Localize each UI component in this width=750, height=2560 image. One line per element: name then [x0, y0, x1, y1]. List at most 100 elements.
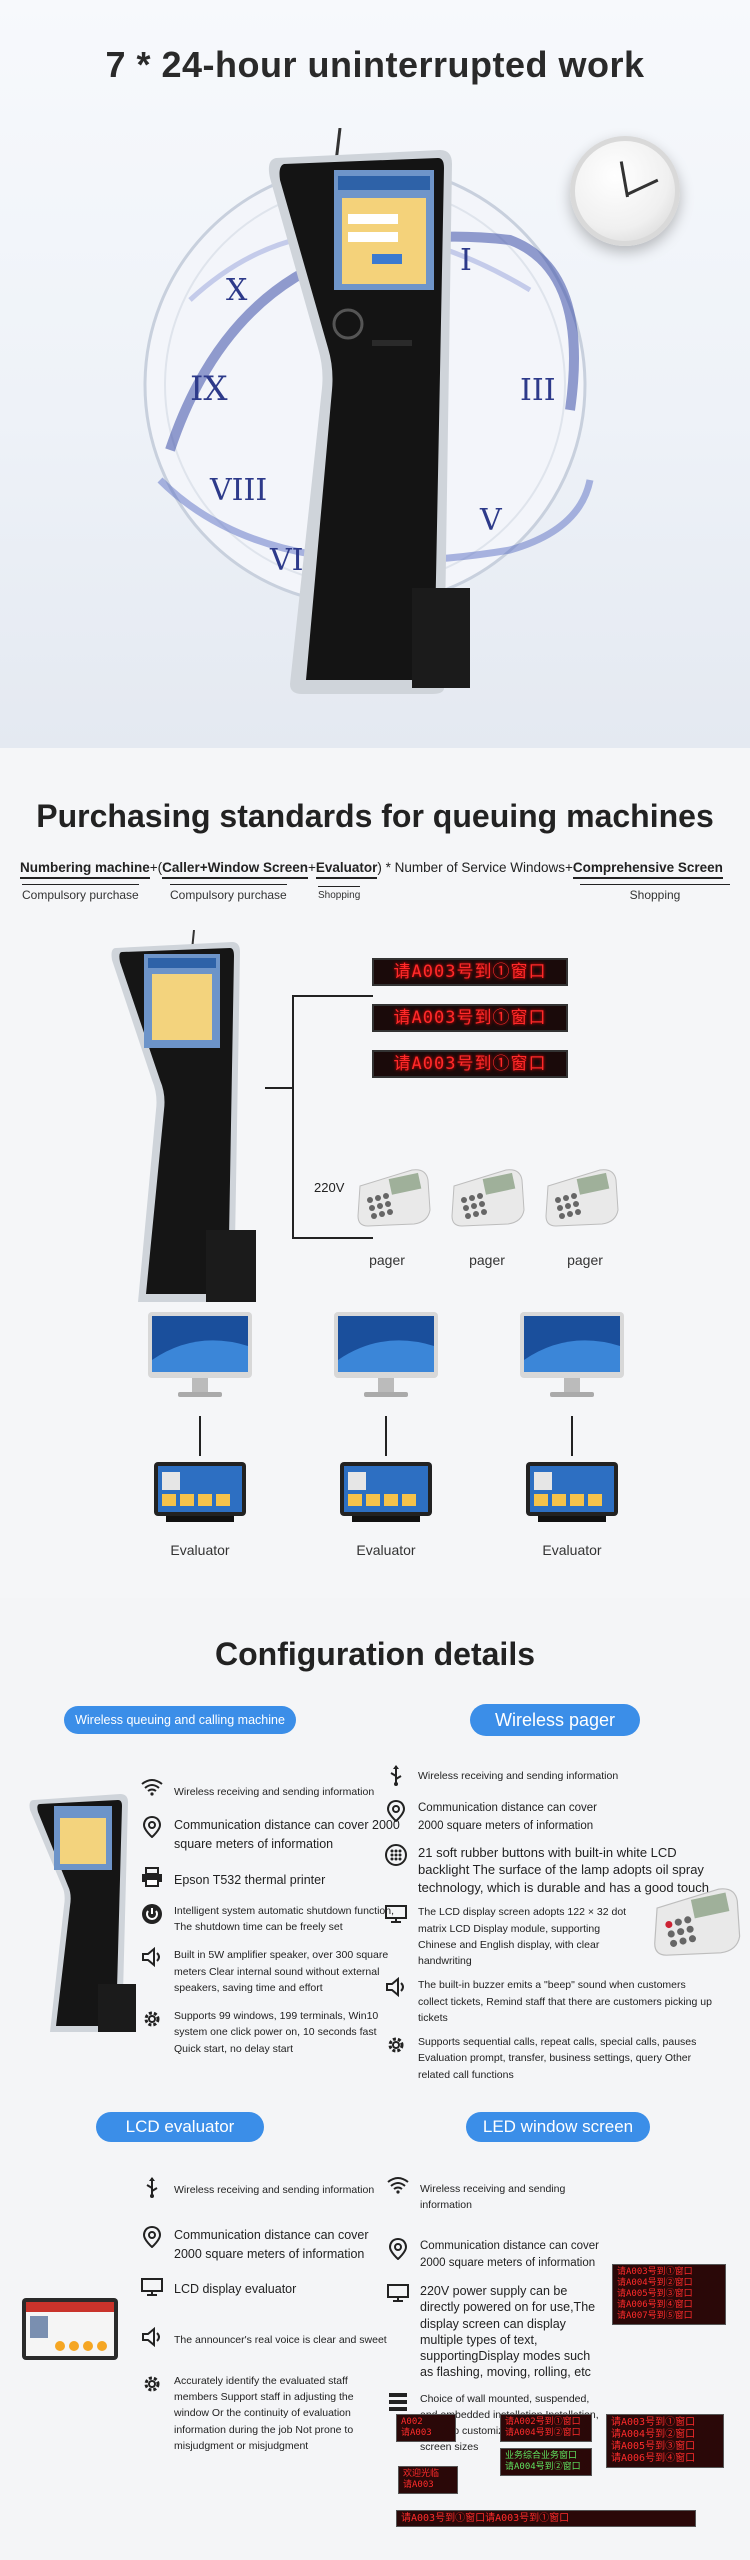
- led-sample-screen: 欢迎光临 请A003: [398, 2466, 458, 2494]
- label-compulsory-1: Compulsory purchase: [22, 884, 139, 902]
- feature-item: Wireless receiving and sending informati…: [386, 2176, 606, 2214]
- feature-text: Wireless receiving and sending informati…: [418, 1770, 619, 1782]
- power-icon: [140, 1903, 164, 1927]
- hero-section: 7 * 24-hour uninterrupted work IX X VIII…: [0, 0, 750, 748]
- voltage-label: 220V: [314, 1180, 345, 1195]
- speaker-icon: [384, 1977, 408, 2001]
- feature-item: 21 soft rubber buttons with built-in whi…: [384, 1843, 740, 1897]
- hero-title: 7 * 24-hour uninterrupted work: [105, 44, 645, 85]
- feature-text: Wireless receiving and sending informati…: [174, 1786, 375, 1798]
- feature-item: Wireless receiving and sending informati…: [140, 2176, 390, 2200]
- pager-image: [451, 1169, 525, 1227]
- formula-comprehensive-screen: Comprehensive Screen: [572, 860, 723, 879]
- formula-multiplier: ) * Number of Service Windows+: [377, 860, 573, 875]
- configuration-title: Configuration details: [215, 1636, 535, 1672]
- location-icon: [386, 2237, 410, 2262]
- led-window-screen: 请A003号到①窗口: [372, 1004, 568, 1032]
- led-window-screen: 请A003号到①窗口: [372, 958, 568, 986]
- feature-item: Communication distance can cover 2000 sq…: [140, 1815, 400, 1855]
- usb-icon: [140, 2176, 164, 2200]
- purchase-formula: Numbering machine+(Caller+Window Screen+…: [20, 860, 730, 879]
- purchasing-standards-section: Purchasing standards for queuing machine…: [0, 748, 750, 1598]
- led-sample-screen: 请A003号到①窗口 请A004号到②窗口 请A005号到③窗口 请A006号到…: [612, 2264, 726, 2325]
- feature-item: The announcer's real voice is clear and …: [140, 2326, 390, 2351]
- pager-caption: pager: [369, 1252, 405, 1268]
- evaluator-caption: Evaluator: [542, 1542, 602, 1558]
- svg-text:V: V: [479, 503, 503, 538]
- location-icon: [140, 1815, 164, 1840]
- pager-caption: pager: [567, 1252, 603, 1268]
- monitor-icon: [140, 2277, 164, 2301]
- usb-icon: [384, 1764, 408, 1788]
- formula-caller-window: Caller+Window Screen: [162, 860, 308, 879]
- pill-lcd-evaluator: LCD evaluator: [96, 2112, 264, 2142]
- led-sample-screen: 请A003号到①窗口 请A004号到②窗口 请A005号到③窗口 请A006号到…: [606, 2414, 724, 2468]
- led-sample-screen: 请A003号到①窗口请A003号到①窗口: [396, 2510, 696, 2527]
- feature-item: Intelligent system automatic shutdown fu…: [140, 1903, 400, 1936]
- feature-text: Supports sequential calls, repeat calls,…: [418, 2036, 697, 2081]
- evaluator-tablet-image: [340, 1462, 432, 1522]
- feature-text: Built in 5W amplifier speaker, over 300 …: [174, 1949, 389, 1994]
- location-icon: [384, 1799, 408, 1824]
- label-shopping-2: Shopping: [580, 884, 730, 902]
- led-feature-list: Wireless receiving and sending informati…: [386, 2176, 606, 2456]
- pill-led-window-screen: LED window screen: [466, 2112, 650, 2142]
- location-icon: [140, 2225, 164, 2250]
- feature-item: Communication distance can cover 2000 sq…: [384, 1799, 740, 1836]
- led-sample-screen: A002 请A003: [396, 2414, 456, 2442]
- connector-line: [571, 1416, 573, 1456]
- pager-caption: pager: [469, 1252, 505, 1268]
- feature-text: Communication distance can cover 2000 sq…: [418, 1802, 597, 1832]
- feature-text: Epson T532 thermal printer: [174, 1872, 326, 1887]
- speaker-icon: [140, 1947, 164, 1971]
- standards-title: Purchasing standards for queuing machine…: [36, 798, 714, 834]
- feature-item: Wireless receiving and sending informati…: [384, 1764, 740, 1788]
- feature-text: Wireless receiving and sending informati…: [174, 2184, 375, 2196]
- feature-text: Communication distance can cover 2000 sq…: [174, 1818, 400, 1852]
- connector-line: [199, 1416, 201, 1456]
- led-sample-screen: 业务综合业务窗口 请A004号到②窗口: [500, 2448, 592, 2476]
- gear-icon: [140, 2008, 164, 2032]
- gear-icon: [384, 2034, 408, 2058]
- queuing-feature-list: Wireless receiving and sending informati…: [140, 1778, 400, 2057]
- feature-item: Accurately identify the evaluated staff …: [140, 2373, 390, 2454]
- svg-text:III: III: [520, 373, 556, 408]
- pager-feature-list: Wireless receiving and sending informati…: [384, 1764, 740, 2083]
- monitor-icon: [384, 1904, 408, 1928]
- feature-item: Communication distance can cover 2000 sq…: [140, 2225, 390, 2265]
- pager-image: [545, 1169, 619, 1227]
- queuing-kiosk-image: [111, 930, 256, 1302]
- wifi-icon: [386, 2176, 410, 2200]
- feature-item: Built in 5W amplifier speaker, over 300 …: [140, 1947, 400, 1996]
- feature-item: The built-in buzzer emits a "beep" sound…: [384, 1977, 740, 2026]
- keypad-icon: [384, 1843, 408, 1868]
- feature-item: LCD display evaluator: [140, 2277, 390, 2301]
- feature-item: The LCD display screen adopts 122 × 32 d…: [384, 1904, 740, 1969]
- feature-text: The built-in buzzer emits a "beep" sound…: [418, 1979, 712, 2024]
- feature-item: Supports sequential calls, repeat calls,…: [384, 2034, 740, 2083]
- svg-text:IX: IX: [190, 369, 228, 409]
- svg-text:X: X: [226, 273, 248, 308]
- evaluator-caption: Evaluator: [170, 1542, 230, 1558]
- feature-text: Communication distance can cover 2000 sq…: [420, 2239, 599, 2270]
- evaluator-caption: Evaluator: [356, 1542, 416, 1558]
- monitor-image: [334, 1312, 438, 1397]
- feature-text: Communication distance can cover 2000 sq…: [174, 2228, 369, 2262]
- formula-plus: +: [307, 860, 316, 875]
- label-compulsory-2: Compulsory purchase: [170, 884, 287, 902]
- pill-wireless-pager: Wireless pager: [470, 1704, 640, 1736]
- evaluator-tablet-image: [526, 1462, 618, 1522]
- monitor-icon: [386, 2283, 410, 2307]
- led-window-screen: 请A003号到①窗口: [372, 1050, 568, 1078]
- printer-icon: [140, 1866, 164, 1891]
- speaker-icon: [140, 2326, 164, 2351]
- feature-text: 21 soft rubber buttons with built-in whi…: [418, 1844, 710, 1895]
- monitor-image: [148, 1312, 252, 1397]
- gear-icon: [140, 2373, 164, 2397]
- feature-text: Accurately identify the evaluated staff …: [174, 2374, 354, 2452]
- label-shopping-1: Shopping: [318, 886, 361, 901]
- feature-text: The LCD display screen adopts 122 × 32 d…: [418, 1906, 627, 1968]
- pager-image: [357, 1169, 431, 1227]
- svg-text:I: I: [460, 243, 472, 278]
- wall-clock-image: [570, 136, 680, 246]
